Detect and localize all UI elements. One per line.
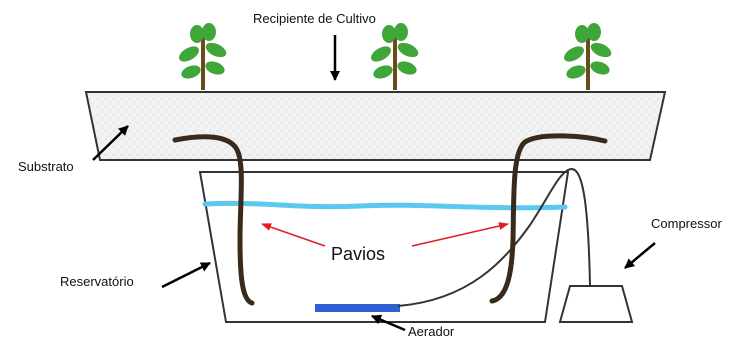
label-pavios: Pavios [331, 244, 386, 264]
compressor-box [558, 285, 634, 323]
arrow-reservatorio [161, 261, 211, 289]
substrate-tray [84, 91, 667, 161]
arrow-compressor [624, 242, 656, 269]
label-reservatorio: Reservatório [60, 274, 134, 289]
label-recipiente: Recipiente de Cultivo [253, 11, 376, 26]
wick-left [172, 134, 255, 306]
label-compressor: Compressor [651, 216, 722, 231]
label-aerador: Aerador [408, 324, 455, 339]
arrow-pavios-right [411, 222, 509, 247]
wick-right [489, 133, 608, 304]
air-tube [397, 168, 591, 307]
water-line [202, 200, 568, 211]
arrow-pavios-left [261, 223, 326, 247]
plant-icon [371, 23, 419, 90]
label-substrato: Substrato [18, 159, 74, 174]
arrow-aerador [371, 314, 406, 332]
plant-icon [179, 23, 227, 90]
aerator-stone [315, 304, 400, 312]
arrow-substrato [92, 125, 129, 161]
plant-icon [564, 23, 612, 90]
